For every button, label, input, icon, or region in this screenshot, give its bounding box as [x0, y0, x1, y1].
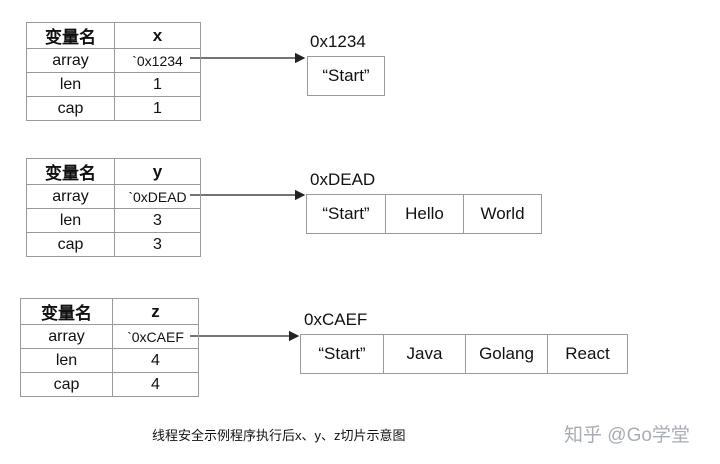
var-name-cell: y: [114, 158, 201, 185]
array-element: Java: [383, 335, 465, 373]
field-array: array: [26, 48, 115, 73]
value-cap: 3: [114, 232, 201, 257]
field-cap: cap: [26, 96, 115, 121]
value-array-pointer: `0xDEAD: [114, 184, 201, 209]
value-array-pointer: `0x1234: [114, 48, 201, 73]
field-array: array: [20, 324, 113, 349]
value-array-pointer: `0xCAEF: [112, 324, 199, 349]
array-element: “Start”: [322, 66, 370, 85]
array-element: “Start”: [322, 204, 370, 223]
slice-header-z: 变量名 z array `0xCAEF len 4 cap 4: [20, 298, 199, 397]
array-address-y: 0xDEAD: [310, 170, 376, 189]
backing-array-z: “Start” Java Golang React: [300, 334, 628, 374]
field-len: len: [20, 348, 113, 373]
slice-header-x: 变量名 x array `0x1234 len 1 cap 1: [26, 22, 201, 121]
var-name-cell: x: [114, 22, 201, 49]
array-element: World: [463, 195, 541, 233]
var-name-cell: z: [112, 298, 199, 325]
array-address-x: 0x1234: [310, 32, 366, 51]
watermark: 知乎 @Go学堂: [564, 425, 690, 446]
header-name-cell: 变量名: [26, 158, 115, 185]
value-len: 4: [112, 348, 199, 373]
header-name-cell: 变量名: [20, 298, 113, 325]
field-cap: cap: [20, 372, 113, 397]
array-element: Hello: [385, 195, 463, 233]
field-len: len: [26, 72, 115, 97]
field-array: array: [26, 184, 115, 209]
value-len: 1: [114, 72, 201, 97]
value-len: 3: [114, 208, 201, 233]
value-cap: 4: [112, 372, 199, 397]
slice-header-y: 变量名 y array `0xDEAD len 3 cap 3: [26, 158, 201, 257]
backing-array-x: “Start”: [307, 56, 385, 96]
field-len: len: [26, 208, 115, 233]
array-element: “Start”: [318, 344, 366, 363]
field-cap: cap: [26, 232, 115, 257]
figure-caption: 线程安全示例程序执行后x、y、z切片示意图: [152, 428, 406, 443]
header-name-cell: 变量名: [26, 22, 115, 49]
array-element: Golang: [465, 335, 547, 373]
value-cap: 1: [114, 96, 201, 121]
array-address-z: 0xCAEF: [304, 310, 368, 329]
array-element: React: [547, 335, 627, 373]
backing-array-y: “Start” Hello World: [306, 194, 542, 234]
